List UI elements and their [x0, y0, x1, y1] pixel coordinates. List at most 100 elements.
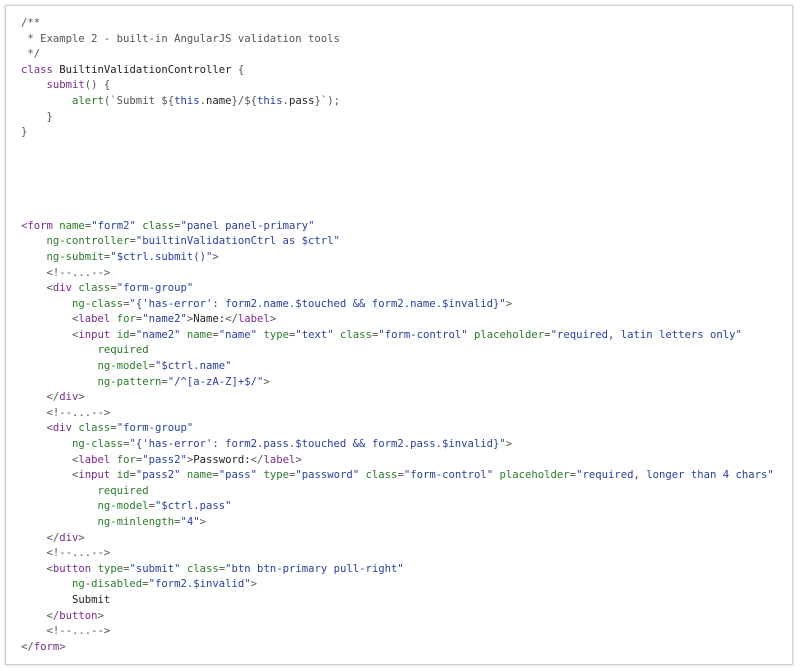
- code-token: </: [250, 453, 264, 466]
- code-token: label: [237, 313, 270, 326]
- code-line: }: [21, 110, 784, 126]
- code-token: () {: [84, 79, 111, 92]
- code-token: =: [544, 328, 551, 341]
- code-token: =: [397, 469, 404, 482]
- code-line: <input id="pass2" name="pass" type="pass…: [21, 468, 784, 484]
- code-line: required: [21, 484, 784, 500]
- code-token: "password": [295, 469, 360, 482]
- code-token: [21, 376, 98, 388]
- code-line: [21, 188, 784, 204]
- code-token: =: [135, 453, 143, 466]
- code-token: >: [78, 391, 85, 404]
- code-line: <!--...-->: [21, 406, 784, 422]
- code-line: [21, 203, 784, 219]
- code-line: class BuiltinValidationController {: [21, 63, 784, 79]
- code-line: * Example 2 - built-in AngularJS validat…: [21, 32, 784, 48]
- code-token: =: [123, 562, 130, 575]
- code-token: type: [97, 562, 124, 575]
- code-token: </: [21, 391, 60, 404]
- code-token: <: [21, 469, 79, 482]
- code-token: ng-class: [72, 438, 124, 451]
- code-token: "form2": [91, 219, 136, 232]
- code-token: >: [505, 438, 513, 451]
- code-token: required: [97, 484, 149, 497]
- code-token: =: [148, 500, 155, 513]
- code-token: ng-controller: [46, 235, 130, 248]
- code-token: * Example 2 - built-in AngularJS validat…: [21, 32, 340, 45]
- code-token: label: [78, 313, 111, 326]
- code-line: <label for="pass2">Password:</label>: [21, 453, 784, 469]
- code-token: >: [505, 297, 513, 310]
- code-token: this: [174, 94, 200, 107]
- code-token: label: [78, 453, 111, 466]
- code-line: submit() {: [21, 78, 784, 94]
- code-token: "form-control": [378, 328, 468, 341]
- code-token: id: [116, 469, 130, 482]
- code-token: [21, 516, 98, 528]
- code-token: for: [116, 453, 136, 466]
- code-token: =: [174, 219, 181, 232]
- code-token: [21, 79, 47, 91]
- code-token: <: [21, 422, 53, 435]
- code-token: <!--...-->: [21, 406, 111, 419]
- code-token: input: [78, 469, 111, 482]
- code-line: [21, 156, 784, 172]
- code-token: button: [52, 562, 92, 575]
- code-token: for: [116, 313, 136, 326]
- code-token: div: [59, 391, 79, 404]
- code-token: .: [282, 94, 289, 107]
- code-block: /** * Example 2 - built-in AngularJS val…: [21, 16, 784, 655]
- code-token: placeholder: [499, 469, 570, 482]
- code-token: =: [212, 328, 219, 341]
- code-token: ng-submit: [46, 250, 104, 263]
- code-token: =: [569, 469, 577, 482]
- code-token: >: [97, 609, 104, 622]
- code-token: </: [21, 531, 60, 544]
- code-token: >: [186, 313, 194, 326]
- code-token: button: [59, 609, 98, 622]
- code-token: >: [250, 578, 258, 591]
- code-line: [21, 172, 784, 188]
- code-token: ng-model: [97, 500, 149, 513]
- code-line: required: [21, 343, 784, 359]
- code-frame: /** * Example 2 - built-in AngularJS val…: [5, 5, 793, 665]
- code-token: <!--...-->: [21, 547, 111, 560]
- code-token: =: [212, 469, 219, 482]
- code-line: ng-controller="builtinValidationCtrl as …: [21, 234, 784, 250]
- code-token: type: [263, 328, 289, 341]
- code-token: "panel panel-primary": [180, 219, 315, 232]
- code-token: "submit": [129, 562, 181, 575]
- code-token: "form-group": [116, 282, 194, 295]
- code-token: alert: [72, 94, 104, 107]
- code-token: [21, 500, 98, 512]
- code-token: "{'has-error': form2.pass.$touched && fo…: [129, 438, 506, 451]
- code-line: <input id="name2" name="name" type="text…: [21, 328, 784, 344]
- code-token: div: [52, 282, 73, 295]
- code-token: name: [206, 94, 232, 107]
- code-token: "name": [218, 328, 258, 341]
- code-token: =: [84, 219, 92, 232]
- code-token: =: [371, 328, 379, 341]
- code-token: }/${: [231, 94, 258, 107]
- code-token: >: [263, 375, 270, 388]
- code-token: =: [142, 578, 149, 591]
- code-line: </button>: [21, 609, 784, 625]
- code-token: =: [288, 328, 296, 341]
- code-token: >: [59, 640, 66, 653]
- code-token: class: [78, 282, 111, 295]
- code-token: <: [21, 313, 79, 326]
- code-token: >: [199, 516, 207, 528]
- code-token: class: [21, 63, 60, 76]
- code-token: /**: [21, 17, 41, 29]
- code-token: =: [110, 282, 117, 295]
- code-token: [21, 344, 98, 356]
- code-token: class: [340, 328, 372, 341]
- code-token: <: [21, 562, 53, 575]
- code-token: }`);: [314, 94, 340, 107]
- code-token: "name2": [142, 313, 187, 326]
- code-token: "4": [180, 516, 200, 528]
- code-token: Submit: [21, 593, 111, 606]
- code-line: </div>: [21, 531, 784, 547]
- code-token: "form-group": [116, 422, 194, 435]
- code-token: required: [97, 344, 149, 357]
